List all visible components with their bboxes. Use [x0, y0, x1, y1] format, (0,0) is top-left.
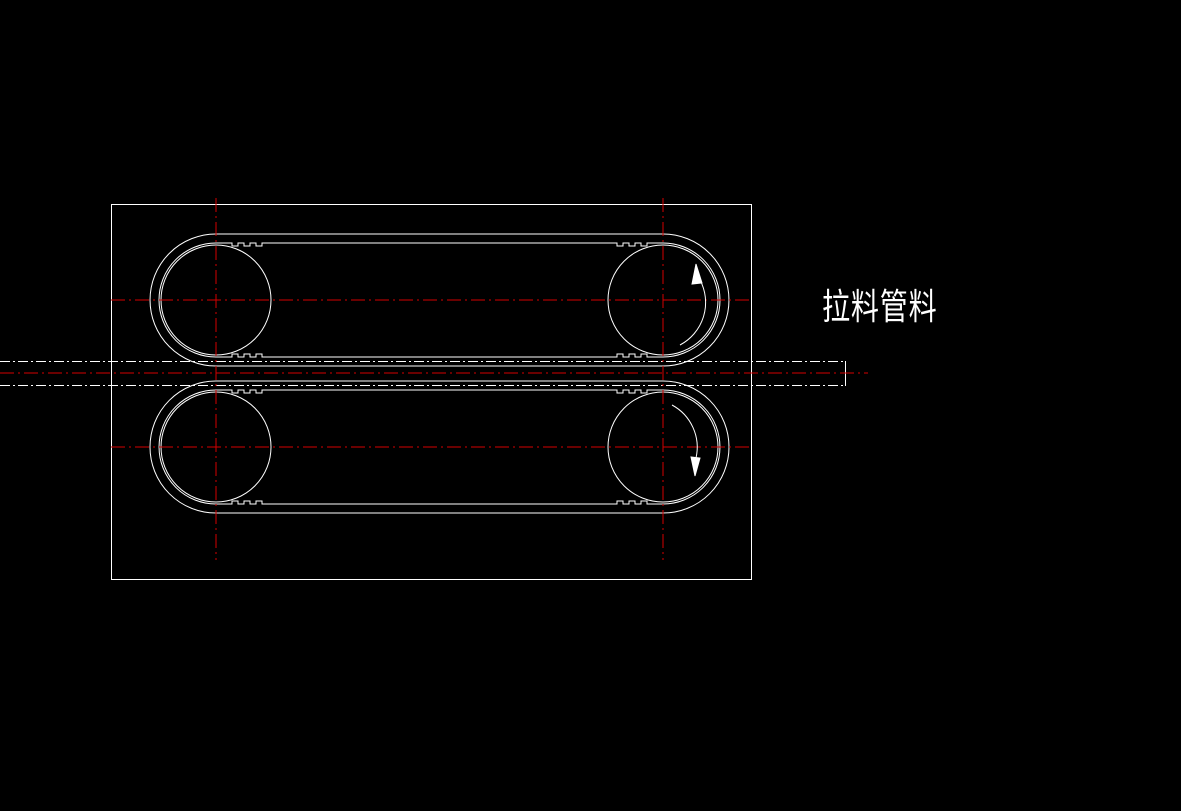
frame-plate — [111, 204, 752, 580]
lower-arrowhead-icon — [690, 456, 701, 477]
material-strip — [0, 361, 845, 386]
upper-rotation-arrow — [679, 263, 707, 346]
center-lines — [0, 198, 868, 560]
lower-rotation-arrow — [671, 404, 701, 477]
upper-belt-inner — [158, 242, 721, 358]
upper-arrowhead-icon — [691, 263, 703, 285]
material-pull-label: 拉料管料 — [822, 287, 938, 328]
